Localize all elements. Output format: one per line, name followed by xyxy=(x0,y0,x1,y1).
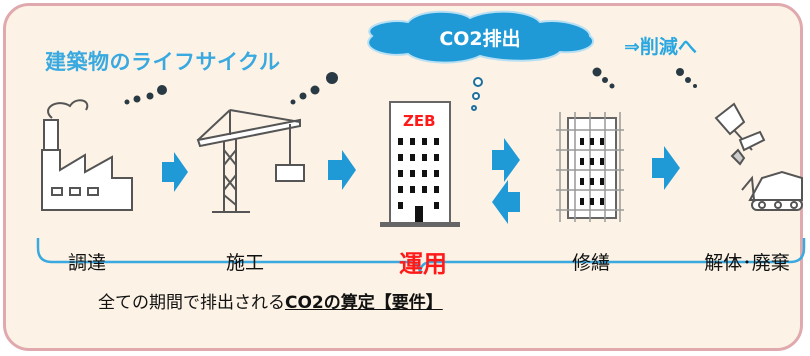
arrow-repair-to-operate xyxy=(492,180,520,224)
zeb-building-icon xyxy=(380,101,460,227)
crane-icon xyxy=(196,109,305,213)
stage-operation: 運用 xyxy=(399,250,447,278)
arrow-procure-to-build xyxy=(162,152,188,192)
arrow-operate-to-repair xyxy=(492,138,520,182)
demolition-icon xyxy=(714,102,803,211)
zeb-smoke xyxy=(471,77,483,111)
reduction-label: ⇒削減へ xyxy=(624,36,697,58)
stage-construction: 施工 xyxy=(225,252,264,274)
smoke-puffs xyxy=(124,67,697,105)
zeb-label: ZEB xyxy=(403,112,436,130)
stage-repair: 修繕 xyxy=(571,252,610,274)
diagram-title: 建築物のライフサイクル xyxy=(45,50,281,74)
co2-cloud-icon xyxy=(367,10,595,64)
summary-emphasis: CO2の算定【要件】 xyxy=(285,293,443,313)
flow-arrows xyxy=(162,138,680,224)
summary-prefix: 全ての期間で排出される xyxy=(98,293,285,313)
lifecycle-bracket xyxy=(36,238,806,275)
arrow-repair-to-demolish xyxy=(652,146,680,190)
renovation-building-icon xyxy=(556,112,624,222)
stage-procurement: 調達 xyxy=(67,252,106,274)
factory-icon xyxy=(41,99,133,211)
summary-text: 全ての期間で排出されるCO2の算定【要件】 xyxy=(98,288,443,313)
arrow-build-to-operate xyxy=(328,150,356,190)
co2-emission-label: CO2排出 xyxy=(439,28,521,50)
stage-demolition-disposal: 解体･廃棄 xyxy=(704,252,790,274)
